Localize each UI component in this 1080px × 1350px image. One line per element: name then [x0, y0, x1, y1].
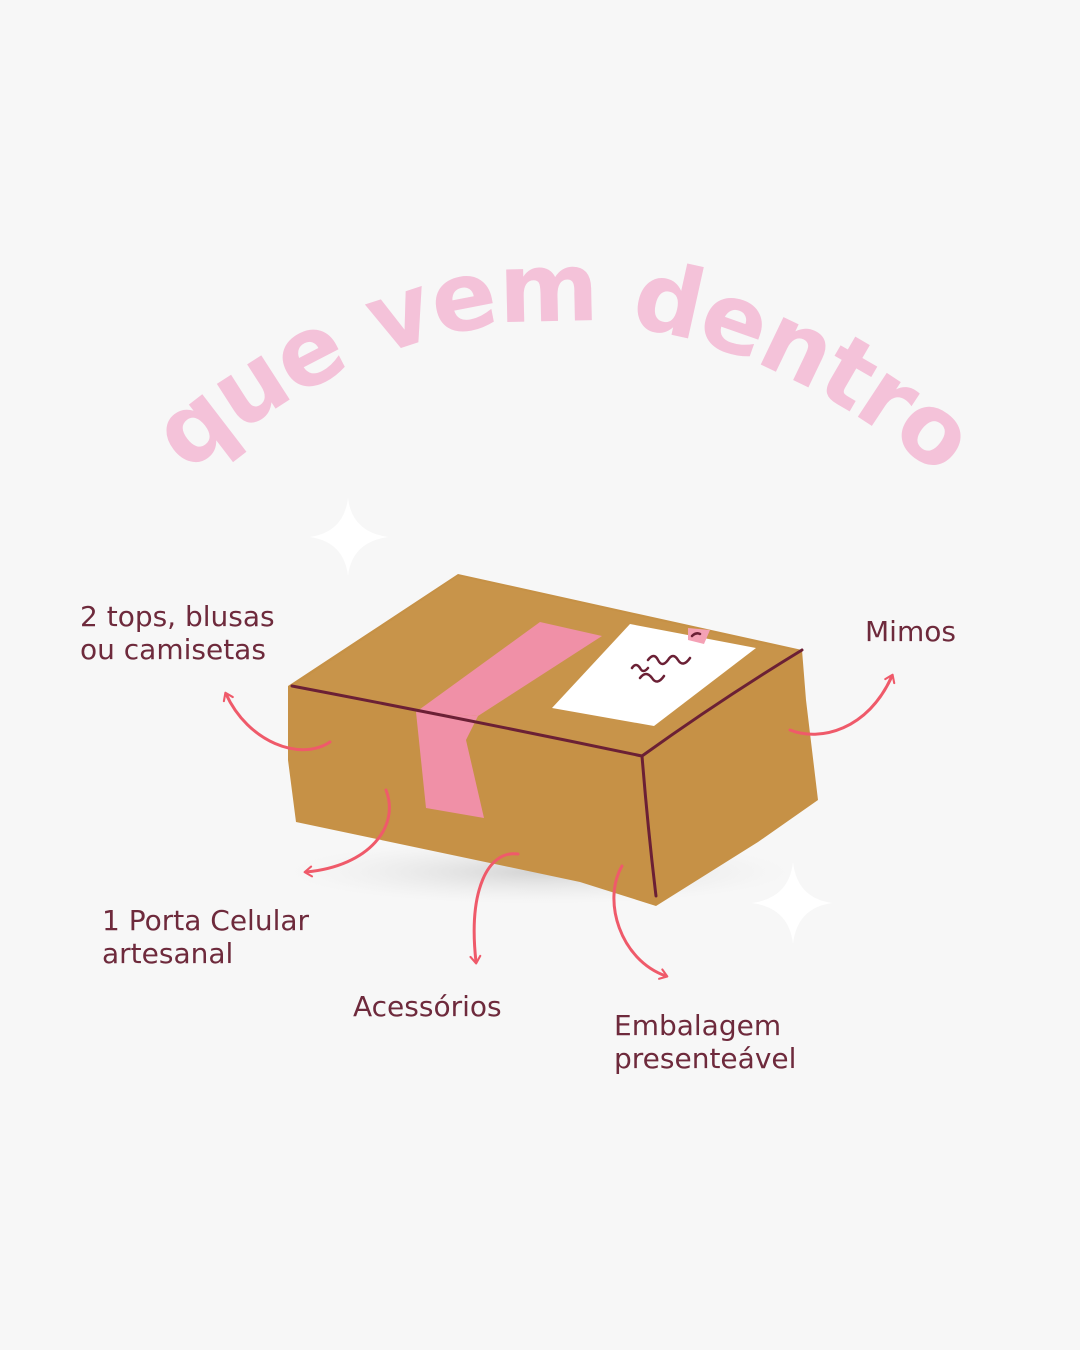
label-mimos: Mimos — [865, 615, 956, 648]
page-title: o que vem dentro? — [0, 0, 994, 511]
label-embalagem: Embalagem presenteável — [614, 1009, 796, 1075]
tape-front — [416, 712, 484, 818]
note-card-icon — [552, 624, 756, 726]
label-tops: 2 tops, blusas ou camisetas — [80, 600, 275, 666]
gift-box-illustration — [288, 574, 818, 906]
arrow-icon — [612, 864, 669, 980]
label-acessorios-text: Acessórios — [353, 990, 502, 1023]
arrow-icon — [469, 852, 520, 965]
label-mimos-text: Mimos — [865, 615, 956, 648]
label-porta-celular: 1 Porta Celular artesanal — [102, 904, 309, 970]
label-tops-line-1: 2 tops, blusas — [80, 600, 275, 633]
label-acessorios: Acessórios — [353, 990, 502, 1023]
label-porta-celular-line-1: 1 Porta Celular — [102, 904, 310, 937]
label-embalagem-line-1: Embalagem — [614, 1009, 782, 1042]
label-porta-celular-line-2: artesanal — [102, 937, 234, 970]
label-embalagem-line-2: presenteável — [614, 1042, 797, 1075]
arrow-icon — [788, 673, 896, 736]
sparkle-icon — [752, 862, 832, 944]
arrow-icon — [222, 691, 332, 752]
tape-top — [416, 622, 602, 716]
sparkle-icon — [310, 498, 388, 576]
label-tops-line-2: ou camisetas — [80, 633, 266, 666]
arrow-icon — [303, 788, 391, 878]
